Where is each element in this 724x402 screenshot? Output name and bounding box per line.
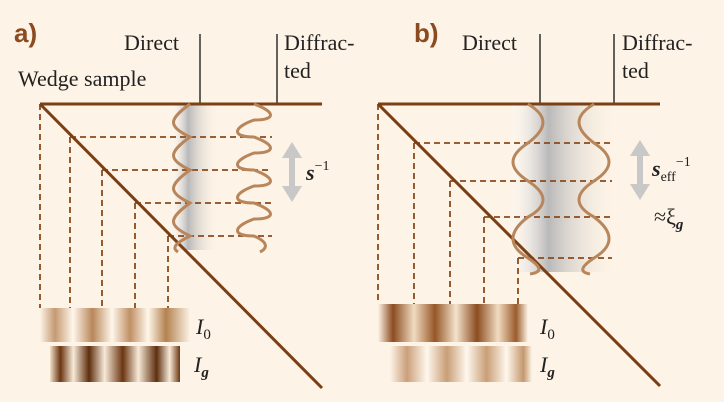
panel-a-diffracted-label-2: ted: [284, 58, 311, 83]
panel-b-label: b): [414, 18, 439, 48]
panel-a-diffracted-wave: [236, 102, 272, 254]
panel-b-diffracted-label-2: ted: [622, 58, 649, 83]
panel-b-ig-label: Ig: [539, 352, 555, 381]
panel-a-i0-bar: [40, 308, 190, 342]
panel-a-ig-label: Ig: [193, 352, 209, 381]
panel-b-beam-column: [512, 104, 616, 272]
panel-b-period-arrow: [630, 140, 650, 200]
panel-a-ig-bar: [50, 346, 180, 382]
panel-a-diffracted-label-1: Diffrac-: [284, 30, 354, 55]
panel-a-sample-label: Wedge sample: [18, 66, 146, 91]
panel-a-period-label: s−1: [305, 159, 329, 185]
panel-b-i0-label: I0: [539, 314, 555, 343]
panel-a-direct-wave: [172, 102, 194, 254]
panel-b-ig-bar: [390, 346, 532, 382]
panel-b-diffracted-wave: [577, 102, 611, 276]
panel-b-i0-bar: [378, 304, 528, 342]
panel-b-approx-label: ≈ξg: [654, 204, 684, 233]
panel-b: b) Direct Diffrac- ted: [376, 18, 692, 388]
panel-b-period-label: seff−1: [651, 155, 691, 185]
panel-a-wedge-edge: [38, 102, 324, 390]
panel-a-period-arrow: [282, 142, 302, 202]
panel-b-diffracted-label-1: Diffrac-: [622, 30, 692, 55]
panel-b-direct-label: Direct: [462, 30, 517, 55]
panel-a-label: a): [14, 18, 37, 48]
panel-a-i0-label: I0: [195, 314, 211, 343]
panel-b-direct-wave: [511, 102, 545, 276]
panel-a-direct-label: Direct: [124, 30, 179, 55]
panel-b-wedge-edge: [376, 102, 662, 388]
panel-a: a) Direct Diffrac- ted Wedge sample: [14, 18, 354, 390]
